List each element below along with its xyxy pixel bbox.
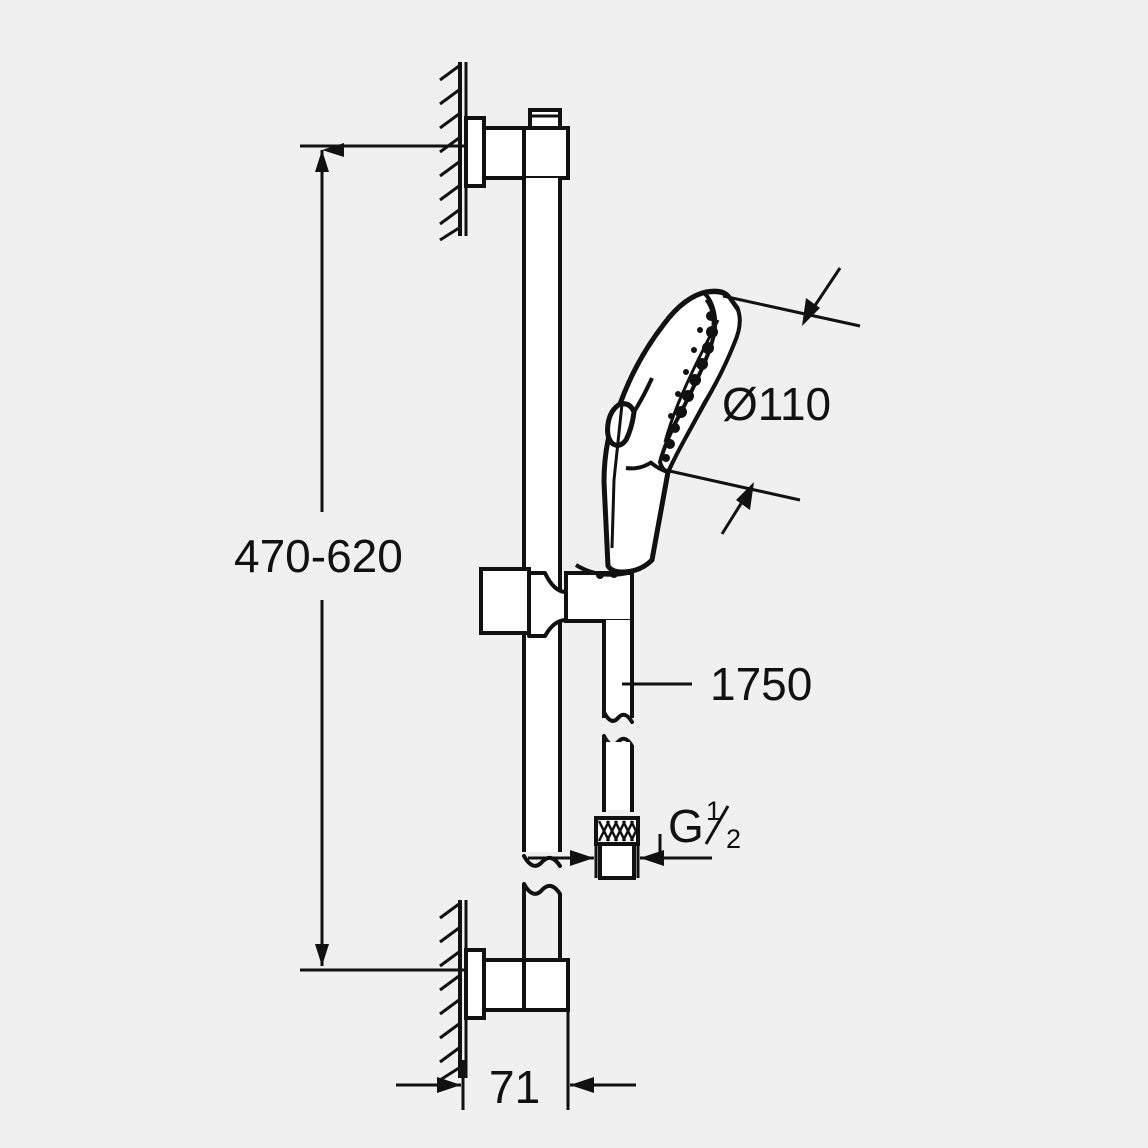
hose-length-label: 1750 bbox=[710, 658, 812, 710]
wall-offset-dimension: 71 bbox=[396, 1012, 636, 1113]
hose-thread-prefix-label: G bbox=[668, 800, 704, 852]
knurled-hose-nut bbox=[594, 816, 640, 880]
shower-hose bbox=[594, 620, 640, 880]
slide-rail bbox=[522, 178, 562, 862]
shower-head-diameter-dimension: Ø110 bbox=[664, 267, 861, 535]
lower-wall-bracket bbox=[464, 948, 570, 1020]
hose-length-dimension: 1750 bbox=[622, 658, 812, 710]
rail-height-dimension: 470-620 bbox=[234, 143, 466, 972]
shower-head-diameter-label: Ø110 bbox=[722, 378, 831, 430]
hose-thread-numerator-label: 1 bbox=[706, 796, 721, 826]
upper-wall-bracket bbox=[464, 108, 570, 188]
hose-thread-dimension: G 1 2 bbox=[528, 796, 741, 878]
hand-shower-head bbox=[601, 288, 742, 575]
wall-offset-label: 71 bbox=[489, 1061, 540, 1113]
rail-height-label: 470-620 bbox=[234, 530, 403, 582]
hose-thread-denominator-label: 2 bbox=[726, 824, 741, 854]
